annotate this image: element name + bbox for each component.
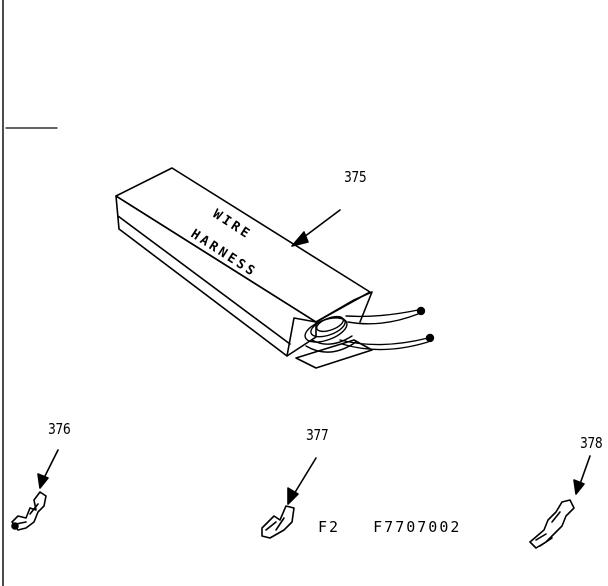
box-front-face [115, 195, 317, 357]
callout-378: 378 [580, 434, 603, 452]
leader-arrow-376 [43, 449, 59, 479]
wire-coil [304, 306, 435, 353]
terminal-377 [261, 457, 317, 539]
callout-375: 375 [344, 168, 367, 186]
box-bottom-flap [295, 339, 373, 369]
wire-lead-lower [339, 337, 429, 346]
box-top-face [115, 167, 371, 323]
figure-code: F2 F7707002 [318, 518, 462, 536]
box-open-flap-upper [315, 291, 373, 323]
wire-terminal-upper [416, 306, 426, 316]
terminal-378 [529, 455, 591, 549]
box-inner-edge [117, 215, 291, 345]
box-label: WIRE HARNESS [188, 207, 260, 281]
leader-arrow-377 [293, 457, 317, 495]
wire-terminal-lower [425, 333, 435, 343]
leader-arrow-378 [579, 455, 591, 485]
terminal-378-shape [529, 499, 575, 549]
leader-arrow-375 [291, 209, 341, 247]
wire-lead-upper [345, 309, 419, 318]
box-label-line1: WIRE [210, 207, 254, 243]
wire-harness-box [115, 167, 373, 369]
terminal-377-shape [261, 505, 295, 539]
callout-376: 376 [48, 420, 71, 438]
box-open-flap-lower [286, 317, 317, 357]
callout-377: 377 [306, 426, 329, 444]
terminal-376 [11, 449, 59, 531]
terminal-376-shape [11, 491, 47, 531]
